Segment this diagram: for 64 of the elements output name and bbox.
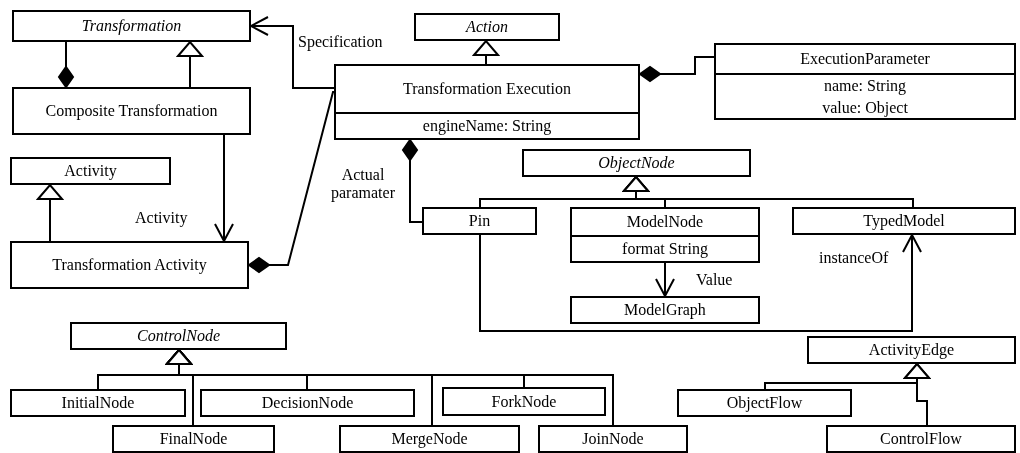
class-name: Transformation Execution xyxy=(403,79,571,99)
generalization-arrow xyxy=(37,184,63,242)
class-name: InitialNode xyxy=(61,393,135,413)
class-box xyxy=(200,389,415,417)
class-name: Transformation Activity xyxy=(52,255,207,275)
class-box xyxy=(442,387,606,416)
edge-label: Specification xyxy=(297,33,384,51)
class-box xyxy=(10,389,186,417)
class-name: ControlNode xyxy=(137,326,220,346)
class-box xyxy=(538,425,688,453)
attribute-text: engineName: String xyxy=(422,116,552,136)
generalization-arrow xyxy=(623,176,914,208)
association-arrow xyxy=(214,134,234,242)
class-name: Transformation xyxy=(81,16,182,36)
class-name: TypedModel xyxy=(863,211,945,231)
composition-line xyxy=(402,139,423,223)
association-arrow xyxy=(655,262,675,297)
edge-label: Activity xyxy=(134,209,189,227)
class-box xyxy=(414,13,560,41)
class-name: ExecutionParameter xyxy=(800,49,930,69)
class-name: Pin xyxy=(468,211,491,231)
class-name: ModelNode xyxy=(626,212,704,232)
class-name: JoinNode xyxy=(582,429,644,449)
class-name: ControlFlow xyxy=(880,429,962,449)
class-box xyxy=(714,43,1016,120)
class-box xyxy=(677,389,852,417)
generalization-arrow xyxy=(166,349,614,426)
class-box xyxy=(570,296,760,324)
association-arrow xyxy=(479,234,922,332)
class-name: Activity xyxy=(64,161,117,181)
class-box xyxy=(112,425,275,453)
class-name: ActivityEdge xyxy=(868,340,955,360)
attribute-text: name: String xyxy=(823,76,907,96)
class-name: ObjectFlow xyxy=(726,393,803,413)
class-box xyxy=(522,149,751,177)
class-box xyxy=(10,241,249,289)
class-box xyxy=(334,64,640,140)
class-box xyxy=(792,207,1016,235)
generalization-arrow xyxy=(473,40,499,65)
class-name: Action xyxy=(466,17,508,37)
class-box xyxy=(70,322,287,350)
class-box xyxy=(422,207,537,235)
class-box xyxy=(10,157,171,185)
class-box xyxy=(12,87,251,135)
class-box xyxy=(570,207,760,263)
attribute-text: value: Object xyxy=(822,97,908,118)
generalization-arrow xyxy=(904,363,930,426)
class-name: ObjectNode xyxy=(598,153,675,173)
class-box xyxy=(826,425,1016,453)
class-name: ForkNode xyxy=(491,391,557,412)
generalization-arrow xyxy=(177,41,203,88)
association-arrow xyxy=(250,16,335,89)
class-box xyxy=(339,425,520,453)
composition-line xyxy=(58,41,74,88)
class-box xyxy=(807,336,1016,364)
composition-line xyxy=(248,91,335,273)
class-name: DecisionNode xyxy=(261,393,354,413)
class-box xyxy=(12,10,251,42)
class-name: FinalNode xyxy=(159,429,228,449)
class-name: ModelGraph xyxy=(624,300,706,320)
class-name: MergeNode xyxy=(391,429,468,449)
class-name: Composite Transformation xyxy=(45,101,218,121)
attribute-text: format String xyxy=(622,239,708,259)
composition-line xyxy=(639,56,715,82)
